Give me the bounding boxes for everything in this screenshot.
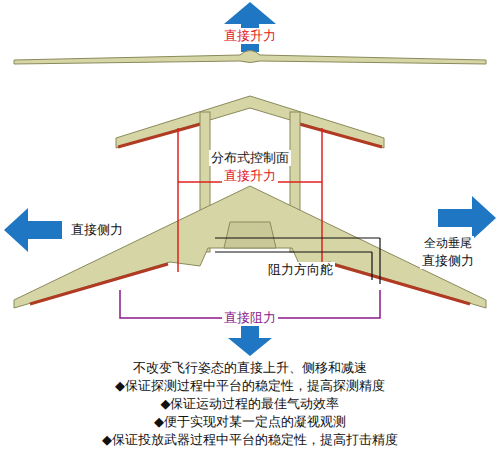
note-bullet: ◆保证探测过程中平台的稳定性，提高探测精度 [113, 378, 387, 394]
front-view-wing [14, 51, 486, 65]
control-surface [292, 122, 382, 147]
lift-arrow [224, 2, 276, 52]
side-force-label: 直接侧力 [69, 222, 125, 238]
callout-label: 阻力方向舵 [266, 262, 335, 278]
fuselage [224, 222, 276, 248]
main-wing [14, 186, 486, 308]
drag-arrow [228, 326, 272, 356]
leader-line [215, 237, 380, 238]
leader-line [379, 238, 380, 284]
callout-label: 全动垂尾 [422, 236, 474, 250]
lift-label: 直接升力 [222, 28, 278, 44]
side-force-label: 直接侧力 [420, 253, 476, 269]
control-surface [332, 264, 470, 304]
lift-label: 直接升力 [222, 168, 278, 184]
control-surface [30, 264, 168, 304]
drag-label: 直接阻力 [222, 310, 278, 326]
leader-line [371, 252, 372, 280]
upper-wing [116, 96, 384, 148]
control-surface [118, 122, 208, 147]
side-force-arrow [438, 196, 496, 240]
note-bullet: ◆保证运动过程的最佳气动效率 [159, 396, 342, 412]
leader-line [177, 128, 179, 272]
note-bullet: ◆便于实现对某一定点的凝视观测 [152, 414, 348, 430]
note-bullet: ◆保证投放武器过程中平台的稳定性，提高打击精度 [100, 432, 400, 448]
note-heading: 不改变飞行姿态的直接上升、侧移和减速 [131, 360, 369, 376]
leader-line [215, 251, 372, 252]
leader-line [321, 128, 323, 272]
callout-label: 分布式控制面 [209, 150, 291, 166]
side-force-arrow [4, 208, 62, 252]
